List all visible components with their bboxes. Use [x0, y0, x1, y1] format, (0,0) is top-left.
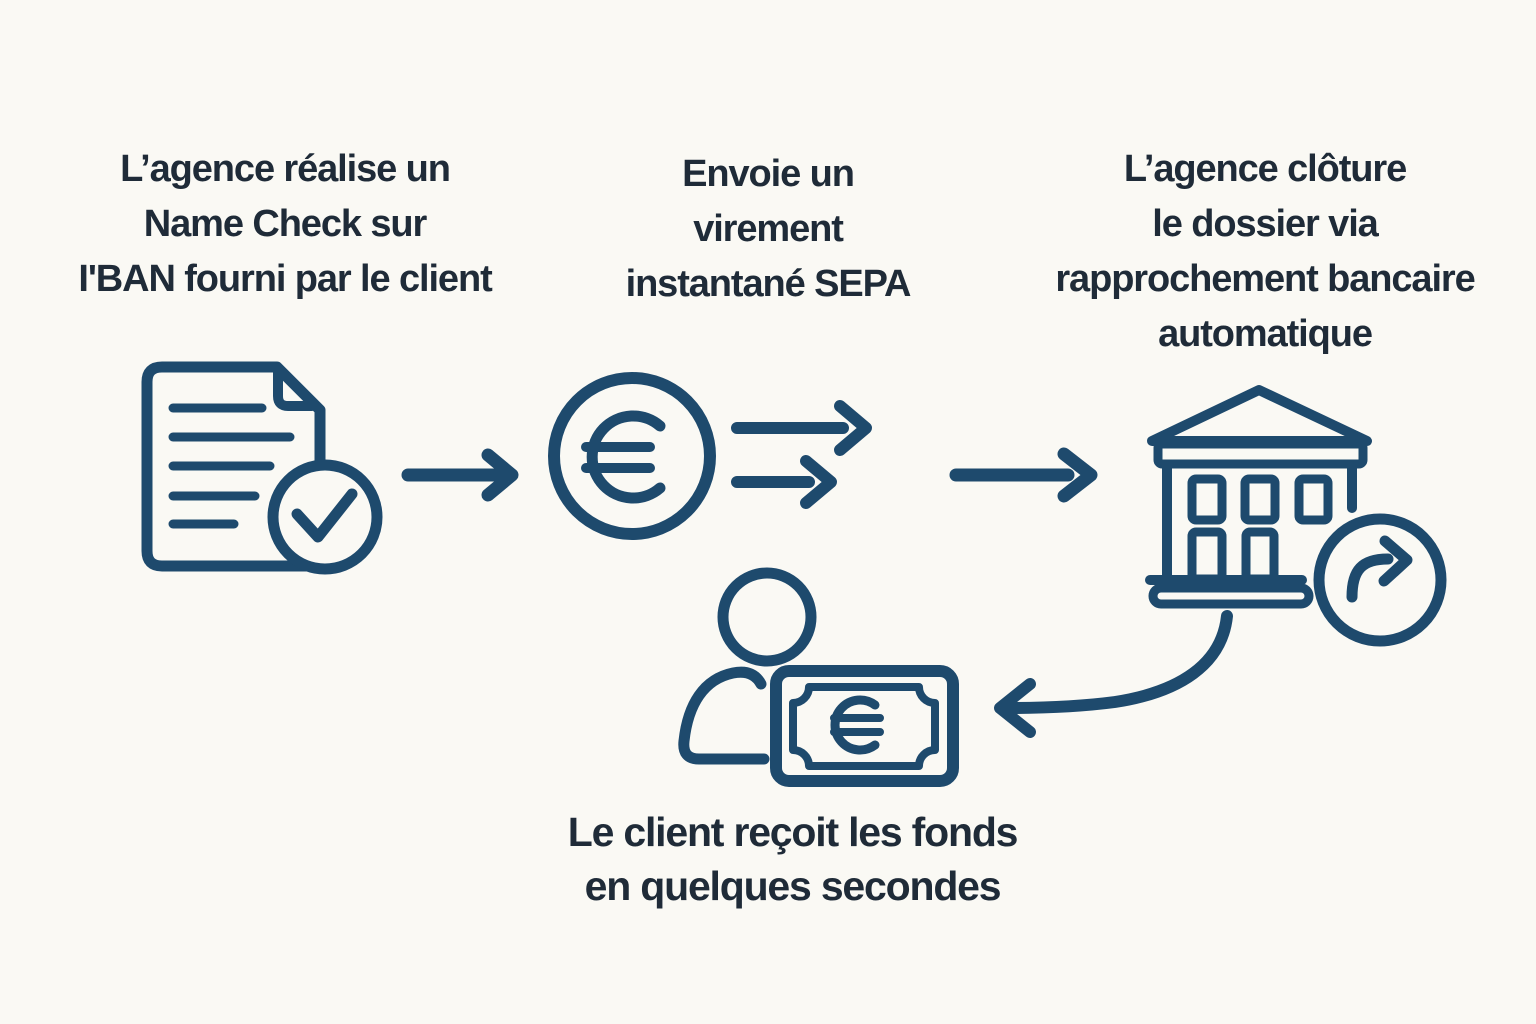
step2-label: Envoie un virement instantané SEPA: [580, 147, 956, 312]
person-head: [717, 567, 817, 667]
step2-line-2: virement: [693, 208, 844, 250]
bank-column-1: [1187, 527, 1227, 584]
bank-sync-icon: [1145, 385, 1447, 647]
step3-label: L’agence clôture le dossier via rapproch…: [1030, 142, 1500, 362]
bank-pediment: [1147, 385, 1372, 446]
step1-line-2: Name Check sur: [143, 203, 428, 245]
step3-line-1: L’agence clôture: [1123, 148, 1407, 190]
curved-arrow-down-left: [994, 610, 1233, 738]
euro-transfer-icon: [548, 372, 872, 540]
bank-window-2: [1240, 474, 1280, 525]
step1-label: L’agence réalise un Name Check sur I'BAN…: [30, 142, 540, 307]
step4-label: Le client reçoit les fonds en quelques s…: [530, 805, 1055, 913]
banknote-euro-bars: [830, 714, 884, 736]
step4-line-2: en quelques secondes: [584, 863, 1002, 909]
bank-window-3: [1294, 474, 1333, 525]
euro-symbol: [586, 410, 666, 504]
banknote-outline: [770, 665, 959, 787]
document-text-lines: [168, 403, 295, 529]
step3-line-2: le dossier via: [1152, 203, 1379, 245]
bank-window-1: [1187, 474, 1227, 525]
step1-line-3: I'BAN fourni par le client: [78, 258, 492, 300]
arrow-right-1: [401, 448, 519, 502]
redo-arrow-icon: [1346, 535, 1413, 603]
arrow-right-2: [949, 447, 1098, 503]
check-circle: [267, 459, 383, 575]
step3-line-4: automatique: [1158, 313, 1373, 355]
document-fold: [273, 367, 317, 411]
step1-line-1: L’agence réalise un: [120, 148, 451, 190]
euro-coin-circle: [548, 372, 716, 540]
step2-line-3: instantané SEPA: [625, 263, 912, 305]
checkmark-icon: [291, 488, 358, 543]
speed-arrow-bottom: [731, 455, 837, 509]
bank-architrave: [1153, 439, 1368, 469]
step4-line-1: Le client reçoit les fonds: [567, 809, 1019, 855]
banknote-euro-symbol: [830, 695, 880, 755]
person-body: [678, 666, 770, 765]
client-receives-funds-icon: [678, 567, 959, 787]
step2-line-1: Envoie un: [682, 153, 855, 195]
speed-arrow-top: [731, 400, 872, 456]
banknote-inner-frame: [789, 683, 939, 770]
document-check-icon: [141, 361, 383, 575]
bank-ground-bar: [1148, 583, 1314, 609]
euro-symbol-bars: [581, 442, 655, 473]
step3-line-3: rapprochement bancaire: [1055, 258, 1475, 300]
bank-column-2: [1241, 527, 1279, 584]
